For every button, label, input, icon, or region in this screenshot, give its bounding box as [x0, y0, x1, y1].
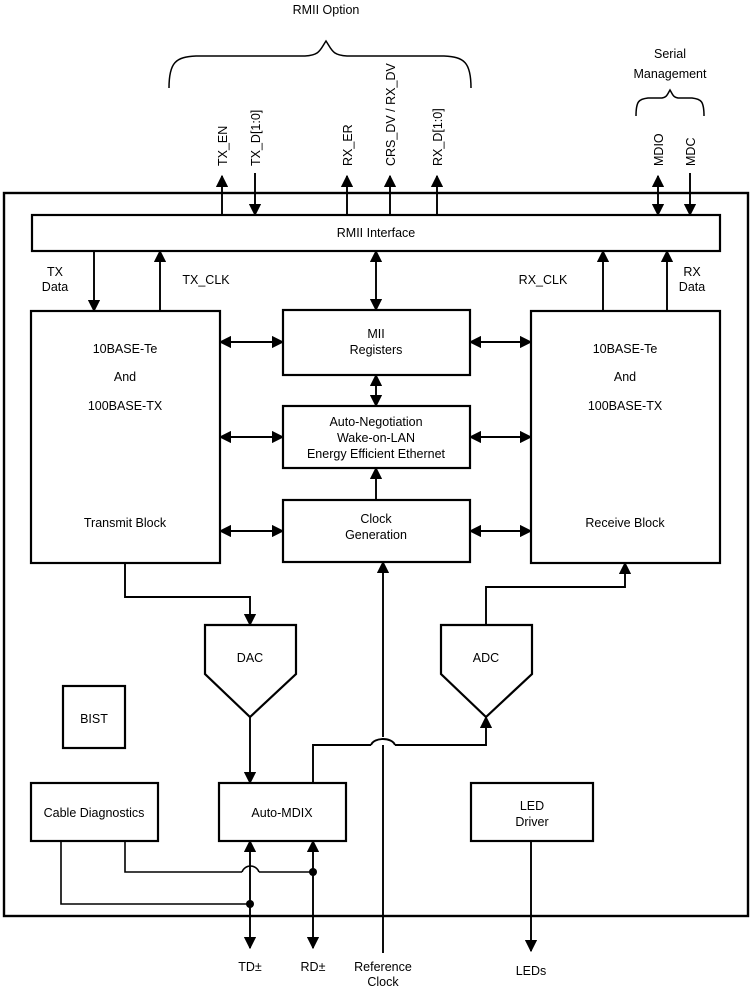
- pin-label-rx-er: RX_ER: [341, 124, 355, 166]
- pin-label-reference-clock-line1: Reference: [354, 960, 412, 974]
- block-label-transmit-line2: And: [114, 370, 136, 384]
- pin-label-mdc: MDC: [684, 138, 698, 166]
- block-label-receive-line3: 100BASE-TX: [588, 399, 663, 413]
- bus-label-rx-clk: RX_CLK: [519, 273, 568, 287]
- serial-management-brace: [635, 88, 705, 117]
- pin-label-leds: LEDs: [516, 964, 547, 978]
- block-label-autoneg-line3: Energy Efficient Ethernet: [307, 447, 446, 461]
- block-label-receive-line2: And: [614, 370, 636, 384]
- pin-label-crs-dv-rx-dv: CRS_DV / RX_DV: [384, 63, 398, 166]
- pin-label-tx-en: TX_EN: [216, 126, 230, 166]
- block-label-transmit-line3: 100BASE-TX: [88, 399, 163, 413]
- bus-label-tx-data-line1: TX: [47, 265, 64, 279]
- pin-label-reference-clock-line2: Clock: [367, 975, 399, 989]
- block-label-rmii-interface: RMII Interface: [337, 226, 416, 240]
- bus-label-rx-data-line1: RX: [683, 265, 701, 279]
- wire-cablediag-to-rd-seg1: [124, 841, 242, 873]
- wire-transmit-to-dac: [124, 563, 257, 627]
- bus-label-tx-clk: TX_CLK: [182, 273, 230, 287]
- block-adc[interactable]: [439, 623, 534, 719]
- wire-adc-to-receive: [485, 561, 632, 625]
- wire-automdix-to-adc-seg2: [395, 715, 493, 746]
- block-label-mii-registers-line2: Registers: [350, 343, 403, 357]
- block-cable-diagnostics[interactable]: [29, 781, 160, 843]
- rmii-brace: [168, 39, 472, 89]
- group-label-serial-management-line2: Management: [634, 67, 707, 81]
- block-auto-mdix[interactable]: [217, 781, 348, 843]
- wire-hop-automdix-adc: [370, 738, 396, 746]
- block-label-clockgen-line1: Clock: [360, 512, 392, 526]
- block-label-dac: DAC: [237, 651, 263, 665]
- block-bist[interactable]: [61, 684, 127, 750]
- block-label-autoneg-line1: Auto-Negotiation: [329, 415, 422, 429]
- block-label-cable-diagnostics: Cable Diagnostics: [44, 806, 145, 820]
- bus-label-rx-data-line2: Data: [679, 280, 705, 294]
- wire-automdix-to-adc-seg1: [312, 744, 371, 783]
- wire-cablediag-to-td: [60, 841, 250, 905]
- block-label-receive-line1: 10BASE-Te: [593, 342, 658, 356]
- pin-label-rd: RD±: [301, 960, 326, 974]
- block-label-transmit-line1: 10BASE-Te: [93, 342, 158, 356]
- top-pin-labels: TX_EN TX_D[1:0] RX_ER CRS_DV / RX_DV RX_…: [216, 63, 698, 166]
- group-label-serial-management-line1: Serial: [654, 47, 686, 61]
- block-label-adc: ADC: [473, 651, 499, 665]
- block-label-led-driver-line1: LED: [520, 799, 544, 813]
- block-label-auto-mdix: Auto-MDIX: [251, 806, 313, 820]
- chip-boundary: [2, 191, 750, 918]
- block-label-led-driver-line2: Driver: [515, 815, 548, 829]
- block-label-mii-registers-line1: MII: [367, 327, 384, 341]
- block-dac[interactable]: [203, 623, 298, 719]
- block-label-receive-footer: Receive Block: [585, 516, 665, 530]
- block-label-clockgen-line2: Generation: [345, 528, 407, 542]
- pin-label-rx-d: RX_D[1:0]: [431, 108, 445, 166]
- block-label-autoneg-line2: Wake-on-LAN: [337, 431, 415, 445]
- block-label-transmit-footer: Transmit Block: [84, 516, 167, 530]
- bus-label-tx-data-line2: Data: [42, 280, 68, 294]
- block-led-driver[interactable]: [469, 781, 595, 843]
- group-label-rmii-option: RMII Option: [293, 3, 360, 17]
- pin-label-tx-d: TX_D[1:0]: [249, 110, 263, 166]
- pin-label-mdio: MDIO: [652, 133, 666, 166]
- block-label-bist: BIST: [80, 712, 108, 726]
- pin-label-td: TD±: [238, 960, 262, 974]
